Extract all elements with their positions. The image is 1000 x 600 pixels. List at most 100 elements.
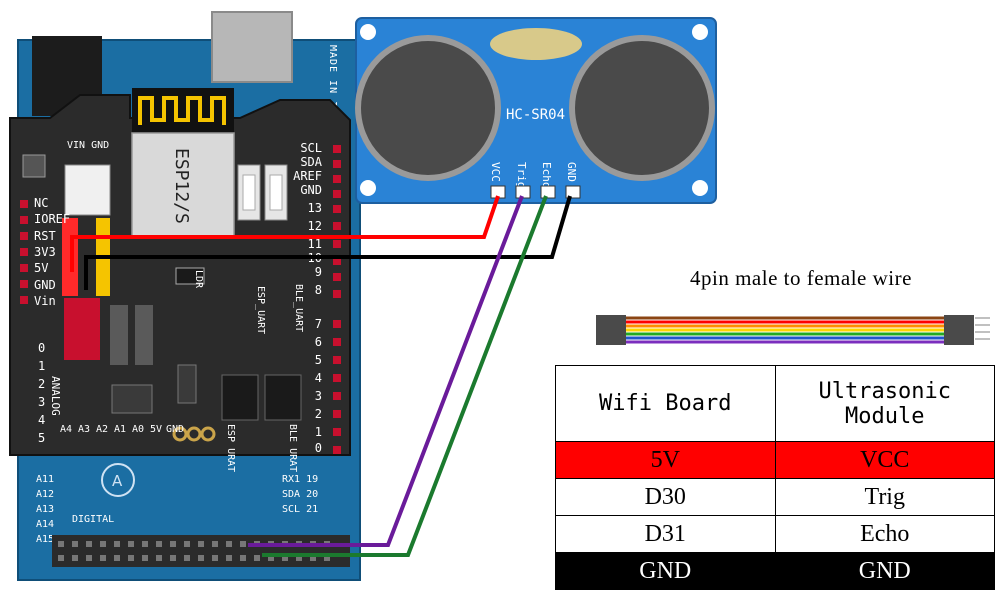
table-row: GND GND [555,552,995,590]
svg-text:A13: A13 [36,504,54,515]
svg-text:3: 3 [315,389,322,403]
svg-text:2: 2 [38,377,45,391]
svg-text:2: 2 [315,407,322,421]
svg-text:5: 5 [38,431,45,445]
svg-text:Vin: Vin [34,294,56,308]
esp-urat-label: ESP URAT [225,424,236,472]
analog-label: ANALOG [49,376,62,416]
vin-gnd-label: VIN GND [67,140,109,151]
svg-text:A1: A1 [114,424,126,435]
svg-text:Trig: Trig [515,162,528,189]
sensor-model: HC-SR04 [506,107,565,123]
svg-text:Echo: Echo [540,162,553,189]
shield-components [110,267,302,442]
svg-text:3V3: 3V3 [34,245,56,259]
module-pin-cell: Echo [774,515,995,553]
esp-uart-label: ESP_UART [255,286,266,334]
svg-text:RST: RST [34,229,56,243]
svg-text:SDA 20: SDA 20 [282,489,318,500]
svg-text:IOREF: IOREF [34,212,70,226]
svg-text:11: 11 [308,237,322,251]
board-pin-cell: GND [555,552,776,590]
ble-uart-label: BLE_UART [293,284,304,332]
svg-text:A14: A14 [36,519,54,530]
mega-logo [101,463,135,497]
svg-text:A15: A15 [36,534,54,545]
sensor-pin-labels: VCC Trig Echo GND [489,162,578,189]
header-ultrasonic-module: Ultrasonic Module [774,365,995,442]
svg-text:SDA: SDA [300,155,322,169]
header-wifi-board: Wifi Board [555,365,776,442]
svg-text:7: 7 [315,317,322,331]
svg-text:1: 1 [38,359,45,373]
module-pin-cell: Trig [774,478,995,516]
power-switch [64,164,111,216]
svg-text:SCL: SCL [300,141,322,155]
esp-antenna-trace [138,96,226,125]
svg-text:A2: A2 [96,424,108,435]
svg-text:A12: A12 [36,489,54,500]
crystal [490,28,582,60]
table-row: D30 Trig [555,478,995,516]
svg-text:9: 9 [315,265,322,279]
svg-text:RX1 19: RX1 19 [282,474,318,485]
svg-text:5: 5 [315,353,322,367]
table-row: 5V VCC [555,441,995,479]
svg-text:GND: GND [34,278,56,292]
svg-text:13: 13 [308,201,322,215]
board-pin-cell: D30 [555,478,776,516]
svg-text:0: 0 [315,441,322,455]
svg-text:5V: 5V [34,261,48,275]
wire-echo [262,195,548,557]
wire-trig [248,195,524,547]
left-header-labels: NC IOREF RST 3V3 5V GND Vin [34,196,70,308]
wire-caption: 4pin male to female wire [690,266,912,290]
svg-text:SCL 21: SCL 21 [282,504,318,515]
digital-header [52,535,350,567]
mega-comm-pins: RX1 19 SDA 20 SCL 21 [282,474,318,515]
wire-gnd [84,195,572,290]
svg-text:8: 8 [315,283,322,297]
svg-text:12: 12 [308,219,322,233]
module-pin-cell: VCC [774,441,995,479]
right-pin-dots [333,145,341,454]
svg-text:A: A [112,472,123,490]
usb-port [211,11,293,83]
module-pin-cell: GND [774,552,995,590]
wire-vcc [70,195,500,272]
esp-module-label: ESP12/S [171,148,192,224]
svg-text:AREF: AREF [293,169,322,183]
left-pin-dots [20,200,28,304]
right-header-labels: SCL SDA AREF GND 13 12 11 10 9 8 7 6 5 4… [293,141,323,455]
esp-antenna [132,88,234,133]
svg-text:A4: A4 [60,424,72,435]
table-row: D31 Echo [555,515,995,553]
svg-text:5V: 5V [150,424,162,435]
analog-labels: 0 1 2 3 4 5 [38,341,45,445]
board-pin-cell: D31 [555,515,776,553]
svg-text:0: 0 [38,341,45,355]
ldr-label: LDR [193,270,204,289]
jumper-cable [596,315,990,345]
svg-text:VCC: VCC [489,162,502,182]
svg-text:GND: GND [166,424,184,435]
svg-text:GND: GND [565,162,578,182]
pin-mapping-table: Wifi Board Ultrasonic Module 5V VCC D30 … [555,365,995,590]
transducer-right [569,35,715,181]
shield-bottom-labels: A4 A3 A2 A1 A0 5V GND [60,424,184,435]
svg-text:NC: NC [34,196,48,210]
svg-text:4: 4 [38,413,45,427]
mega-a-pins: A11 A12 A13 A14 A15 [36,474,54,545]
svg-text:GND: GND [300,183,322,197]
transducer-left [355,35,501,181]
svg-text:A0: A0 [132,424,144,435]
digital-label: DIGITAL [72,514,114,525]
svg-text:A11: A11 [36,474,54,485]
board-side-text: MADE IN ITALY [327,45,338,136]
ble-urat-label: BLE URAT [287,424,298,472]
board-pin-cell: 5V [555,441,776,479]
svg-text:6: 6 [315,335,322,349]
svg-text:1: 1 [315,425,322,439]
esp-module [131,132,235,239]
